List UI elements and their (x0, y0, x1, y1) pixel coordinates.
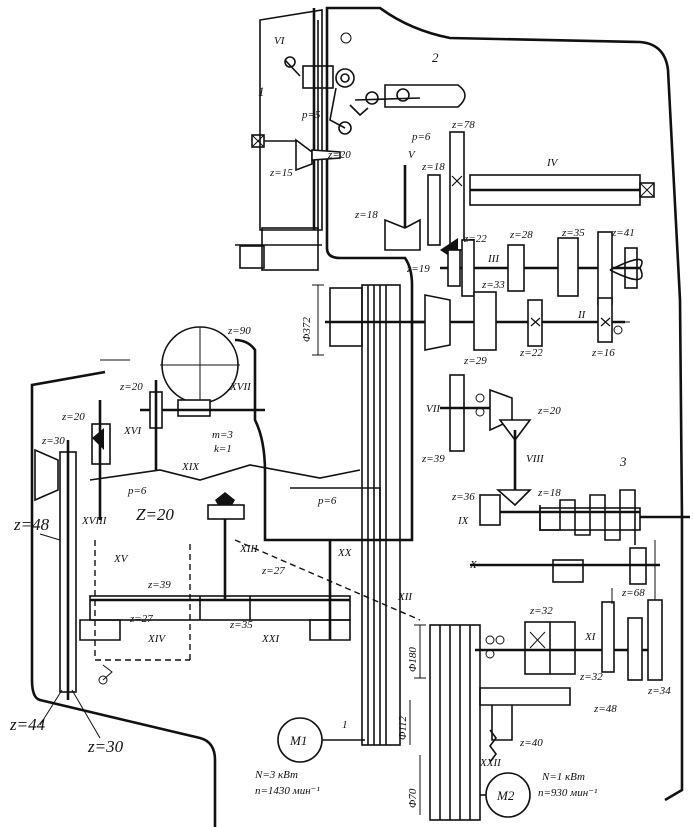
spindle-head-mechanism (251, 8, 466, 230)
label-z44-big: z=44 (9, 715, 46, 734)
label-z15: z=15 (269, 167, 293, 179)
label-shaft-II: II (577, 309, 587, 321)
label-gear-1: 1 (258, 84, 265, 99)
label-pitch-p6-mid: p=6 (317, 495, 337, 507)
label-m2-speed: n=930 мин⁻¹ (538, 787, 597, 799)
label-shaft-XII: XII (397, 591, 413, 603)
label-shaft-III: III (487, 253, 500, 265)
label-shaft-XIX: XIX (181, 461, 200, 473)
table-feed-left (34, 326, 421, 700)
label-shaft-X: X (469, 559, 478, 571)
label-z90: z=90 (227, 325, 251, 337)
label-d112: Φ112 (397, 715, 409, 740)
label-shaft-XI: XI (584, 631, 597, 643)
machine-body-outline (30, 6, 684, 827)
leader-lines (39, 533, 101, 739)
label-z16: z=16 (591, 347, 615, 359)
label-d372: Φ372 (301, 317, 313, 342)
label-shaft-XXI: XXI (261, 633, 280, 645)
feed-box-lower (475, 588, 663, 763)
label-z29: z=29 (463, 355, 487, 367)
label-z48-lower: z=48 (593, 703, 617, 715)
label-z27-left: z=27 (129, 613, 153, 625)
label-z78: z=78 (451, 119, 475, 131)
feed-chain-right (440, 374, 690, 600)
label-shaft-XVIII: XVIII (81, 515, 108, 527)
label-d70: Φ70 (407, 788, 419, 808)
label-pitch-p6-top: p=6 (411, 131, 431, 143)
label-z28: z=28 (509, 229, 533, 241)
label-shaft-VI: VI (274, 35, 286, 47)
motor-m2 (480, 772, 531, 818)
label-z22-upper: z=22 (463, 233, 487, 245)
label-pitch-p5: p=5 (301, 109, 321, 121)
label-z19: z=19 (406, 263, 430, 275)
label-k1: k=1 (214, 443, 232, 455)
label-z68: z=68 (621, 587, 645, 599)
label-motor-M2: M2 (496, 788, 515, 803)
label-m1-power: N=3 кВт (254, 769, 298, 781)
label-shaft-VIII: VIII (526, 453, 545, 465)
label-z22-lower: z=22 (519, 347, 543, 359)
label-z27-right: z=27 (261, 565, 285, 577)
label-shaft-VII: VII (426, 403, 441, 415)
label-m1-speed: n=1430 мин⁻¹ (255, 785, 320, 797)
label-shaft-XXII: XXII (479, 757, 502, 769)
label-d180: Φ180 (407, 647, 419, 672)
labels: 1 2 3 1 VI V IV III II VII VIII IX X XI … (9, 35, 671, 808)
label-shaft-XX: XX (337, 547, 353, 559)
label-z20-left: z=20 (61, 411, 85, 423)
gearbox-upper (384, 131, 655, 351)
label-z18-upper: z=18 (421, 161, 445, 173)
label-shaft-XV: XV (113, 553, 129, 565)
label-z39-vii: z=39 (421, 453, 445, 465)
label-z20-vii: z=20 (537, 405, 561, 417)
label-z18-lower: z=18 (354, 209, 378, 221)
label-shaft-IV: IV (546, 157, 559, 169)
label-z35-lower: z=35 (229, 619, 253, 631)
label-z20-big: Z=20 (136, 505, 174, 524)
label-z20-xvi: z=20 (119, 381, 143, 393)
label-z36: z=36 (451, 491, 475, 503)
label-pitch-p6-left: p=6 (127, 485, 147, 497)
label-z34: z=34 (647, 685, 671, 697)
label-shaft-XVI: XVI (123, 425, 142, 437)
label-z18-ix: z=18 (537, 487, 561, 499)
label-z35-upper: z=35 (561, 227, 585, 239)
label-z39-xiv: z=39 (147, 579, 171, 591)
label-z33: z=33 (481, 279, 505, 291)
label-gear-3: 3 (619, 454, 627, 469)
label-z30-big: z=30 (87, 737, 124, 756)
label-shaft-V: V (408, 149, 416, 161)
label-shaft-IX: IX (457, 515, 470, 527)
label-z32-lower: z=32 (579, 671, 603, 683)
label-z40: z=40 (519, 737, 543, 749)
motor-m1 (277, 717, 365, 763)
label-shaft-XIII: XIII (239, 543, 259, 555)
belt-drive (312, 284, 481, 821)
label-m2-power: N=1 кВт (541, 771, 585, 783)
label-gear-2: 2 (432, 50, 439, 65)
label-shaft-XIV: XIV (147, 633, 166, 645)
label-m1-drive: 1 (342, 719, 348, 731)
label-shaft-XVII: XVII (229, 381, 252, 393)
label-z32-upper: z=32 (529, 605, 553, 617)
label-m3: m=3 (212, 429, 233, 441)
label-z48-big: z=48 (13, 515, 50, 534)
label-motor-M1: M1 (289, 733, 307, 748)
label-z41: z=41 (611, 227, 635, 239)
label-z30-top: z=30 (41, 435, 65, 447)
label-z20-top: z=20 (327, 149, 351, 161)
